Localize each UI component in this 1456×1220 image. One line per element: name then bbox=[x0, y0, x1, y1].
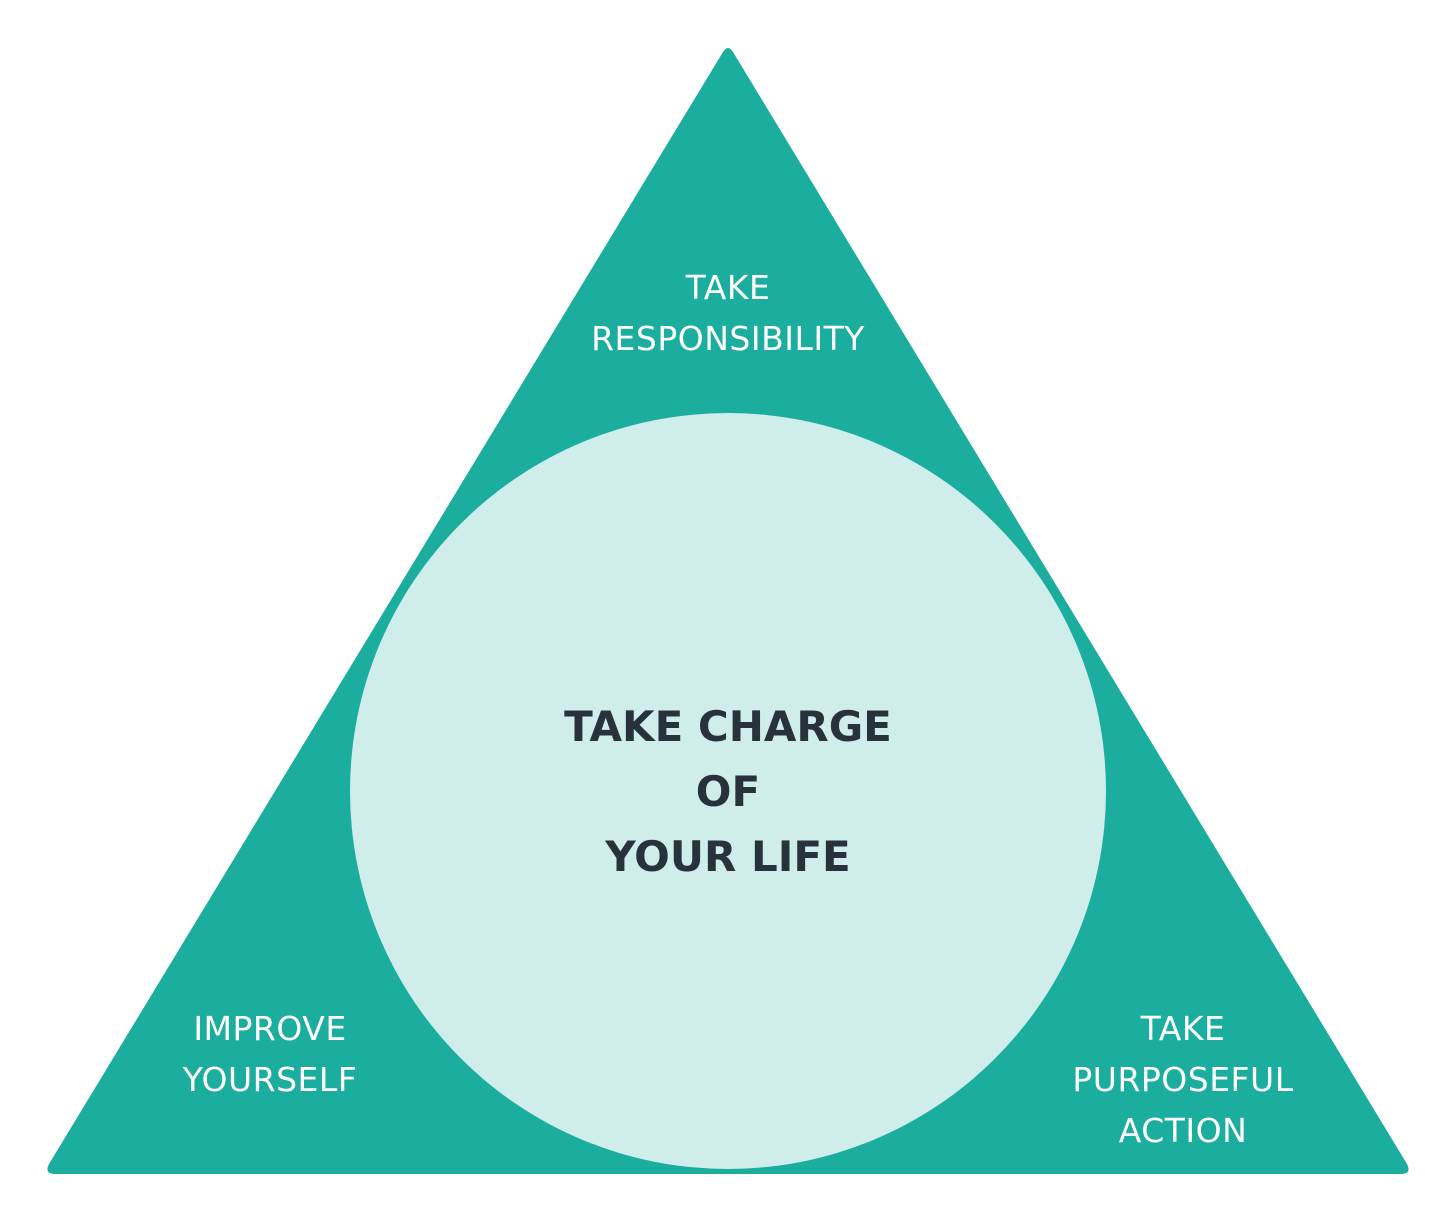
bottom-right-label-line-2: PURPOSEFUL bbox=[1072, 1060, 1294, 1099]
center-label: TAKE CHARGE OF YOUR LIFE bbox=[478, 694, 978, 889]
bottom-right-label-line-3: ACTION bbox=[1118, 1111, 1248, 1150]
center-label-line-1: TAKE CHARGE bbox=[564, 702, 892, 751]
center-label-line-2: OF bbox=[695, 767, 761, 816]
bottom-left-label-line-2: YOURSELF bbox=[182, 1060, 358, 1099]
top-label-line-1: TAKE bbox=[685, 268, 771, 307]
bottom-right-label-line-1: TAKE bbox=[1140, 1009, 1226, 1048]
top-corner-label: TAKE RESPONSIBILITY bbox=[528, 262, 928, 364]
center-label-line-3: YOUR LIFE bbox=[605, 832, 851, 881]
bottom-right-corner-label: TAKE PURPOSEFUL ACTION bbox=[1028, 1003, 1338, 1156]
bottom-left-corner-label: IMPROVE YOURSELF bbox=[120, 1003, 420, 1105]
top-label-line-2: RESPONSIBILITY bbox=[591, 319, 865, 358]
center-circle bbox=[350, 413, 1106, 1169]
bottom-left-label-line-1: IMPROVE bbox=[193, 1009, 347, 1048]
